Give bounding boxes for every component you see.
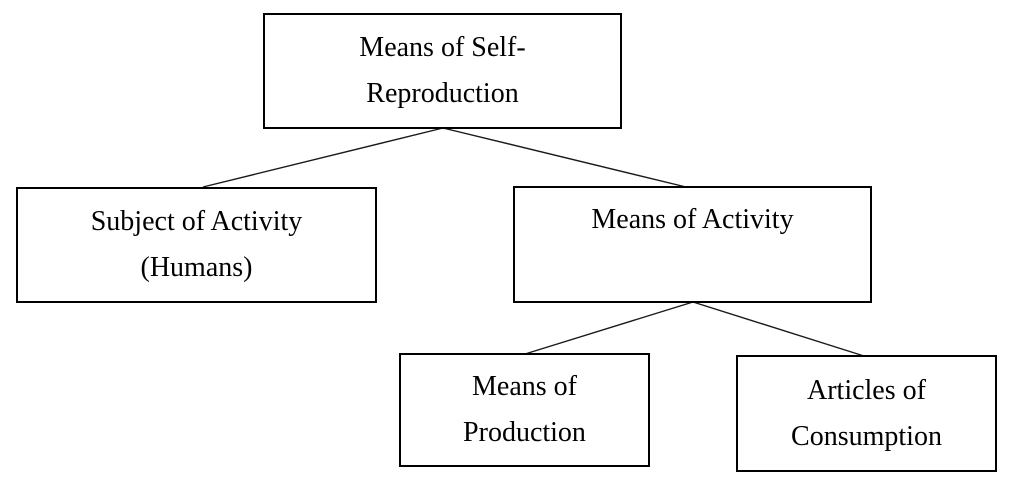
node-means-of-activity: Means of Activity — [513, 186, 872, 303]
edge-means-activity-to-means-production — [524, 301, 694, 355]
node-label: Means of Self- Reproduction — [359, 32, 526, 109]
node-label: Means of Activity — [591, 204, 794, 235]
node-means-of-production: Means of Production — [399, 353, 650, 467]
edge-root-to-means-activity — [442, 127, 687, 188]
node-subject-of-activity-humans: Subject of Activity (Humans) — [16, 187, 377, 303]
node-label: Articles of Consumption — [791, 374, 942, 452]
node-label: Subject of Activity (Humans) — [90, 206, 303, 283]
edge-means-activity-to-articles-consumption — [692, 301, 865, 357]
node-means-of-self-reproduction: Means of Self- Reproduction — [263, 13, 622, 129]
edge-root-to-subject — [202, 127, 444, 188]
node-label: Means of Production — [463, 371, 586, 448]
node-articles-of-consumption: Articles of Consumption — [736, 355, 997, 472]
